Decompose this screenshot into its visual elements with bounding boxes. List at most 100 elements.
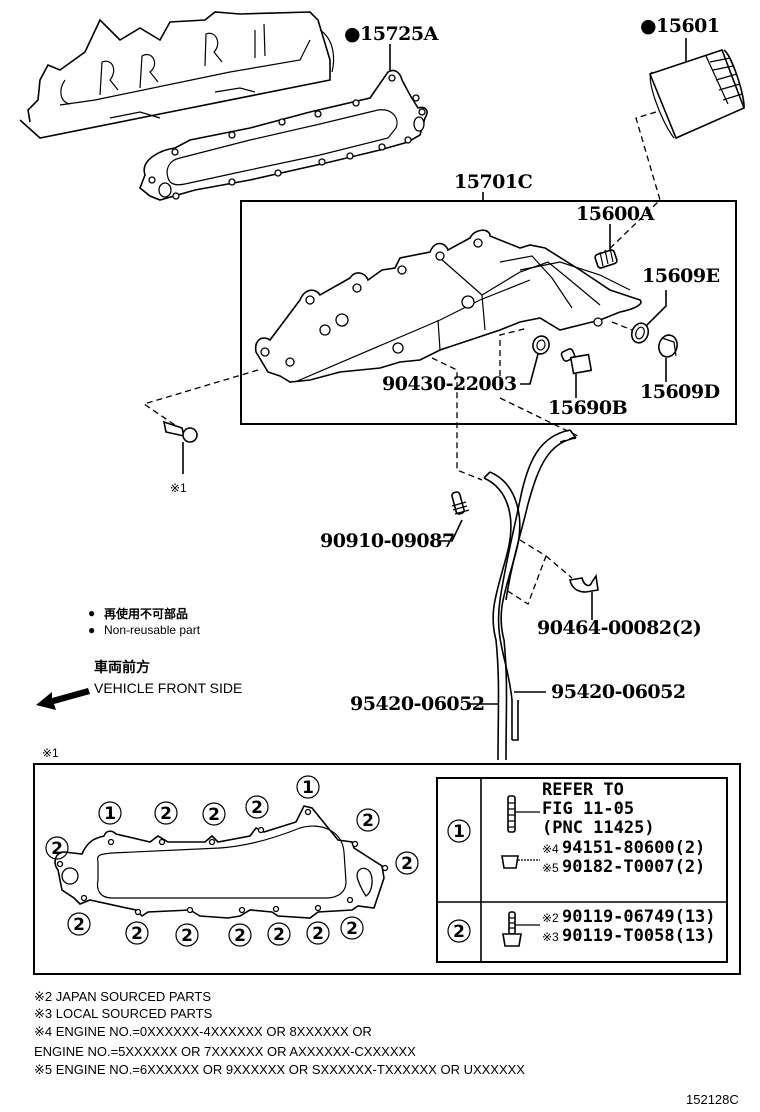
marker-bottom-7[interactable]: 2 bbox=[340, 916, 364, 940]
callout-90910-09087[interactable]: 90910-09087 bbox=[320, 530, 455, 552]
key-1-label: 1 bbox=[453, 822, 465, 842]
callout-15609D[interactable]: 15609D bbox=[640, 381, 720, 403]
svg-text:2: 2 bbox=[346, 919, 358, 939]
marker-bottom-2[interactable]: 2 bbox=[125, 921, 149, 945]
oil-filter-15601 bbox=[648, 48, 746, 140]
footnote-2: ※3 LOCAL SOURCED PARTS bbox=[34, 1006, 213, 1021]
legend-en: Non-reusable part bbox=[104, 623, 201, 637]
part-15690B bbox=[560, 348, 593, 375]
dashed-oring bbox=[611, 321, 633, 331]
bolt-key-table: 1 REFER TO FIG 11-05 (PNC 11425) ※4 9415… bbox=[436, 777, 728, 963]
part-15609E-oring bbox=[630, 322, 650, 344]
callout-15701C[interactable]: 15701C bbox=[454, 171, 533, 193]
svg-text:2: 2 bbox=[312, 924, 324, 944]
svg-text:2: 2 bbox=[181, 926, 193, 946]
legend-jp: 再使用不可部品 bbox=[104, 606, 188, 621]
marker-right-1[interactable]: 2 bbox=[356, 808, 380, 832]
part-90464-00082-clamp bbox=[569, 573, 599, 593]
dashed-90910 bbox=[431, 357, 483, 481]
callout-15725A[interactable]: 15725A bbox=[360, 23, 439, 45]
footnote-5: ※5 ENGINE NO.=6XXXXXX OR 9XXXXXX OR SXXX… bbox=[34, 1062, 525, 1077]
key-1-part-2-note: ※5 bbox=[542, 861, 559, 875]
key-1-marker bbox=[447, 819, 471, 843]
callout-x1[interactable]: ※1 bbox=[170, 481, 187, 495]
stud-bolt-icon bbox=[507, 795, 540, 833]
key-1-refer-line2[interactable]: FIG 11-05 bbox=[542, 799, 634, 819]
legend-bullet-jp: ● bbox=[88, 606, 95, 620]
detail-title: ※1 bbox=[42, 746, 59, 760]
marker-bottom-3[interactable]: 2 bbox=[175, 923, 199, 947]
key-row-2: 2 ※2 90119-06749(13) ※3 90119-T0058(13) bbox=[447, 907, 716, 947]
part-15609D bbox=[658, 334, 678, 358]
marker-bottom-5[interactable]: 2 bbox=[267, 922, 291, 946]
key-2-part-2-number[interactable]: 90119-T0058(13) bbox=[562, 926, 716, 946]
direction-jp: 車両前方 bbox=[94, 659, 150, 675]
callout-90430-22003[interactable]: 90430-22003 bbox=[382, 373, 517, 395]
ring-inner bbox=[536, 339, 546, 351]
marker-top-3[interactable]: 2 bbox=[202, 802, 226, 826]
oil-cooler-housing-illustration bbox=[254, 229, 642, 383]
flange-bolt-icon bbox=[502, 911, 540, 947]
marker-top-4[interactable]: 2 bbox=[245, 795, 269, 819]
figure-id: 152128C bbox=[686, 1092, 739, 1107]
key-1-refer-line1: REFER TO bbox=[542, 780, 624, 800]
marker-right-2[interactable]: 2 bbox=[395, 851, 419, 875]
direction-en: VEHICLE FRONT SIDE bbox=[94, 680, 242, 696]
dashed-90430 bbox=[499, 327, 529, 386]
marker-bottom-1[interactable]: 2 bbox=[67, 912, 91, 936]
gasket-bolt-markers: 2 1 2 2 2 1 2 2 2 2 2 2 2 2 2 bbox=[45, 775, 419, 947]
bolt-x1 bbox=[162, 420, 198, 443]
dashed-clamp bbox=[545, 555, 573, 579]
marker-left[interactable]: 2 bbox=[45, 836, 69, 860]
key-1-part-2-number[interactable]: 90182-T0007(2) bbox=[562, 857, 705, 877]
svg-text:2: 2 bbox=[234, 926, 246, 946]
svg-text:2: 2 bbox=[208, 805, 220, 825]
callout-15609E[interactable]: 15609E bbox=[642, 265, 720, 287]
key-2-part-2-note: ※3 bbox=[542, 930, 559, 944]
dashed-bolt-x1 bbox=[142, 369, 259, 426]
marker-bottom-6[interactable]: 2 bbox=[306, 921, 330, 945]
svg-text:2: 2 bbox=[401, 854, 413, 874]
dashed-leader-filter bbox=[599, 111, 661, 259]
nut-icon bbox=[501, 855, 540, 869]
key-1-part-1-note: ※4 bbox=[542, 842, 559, 856]
oring-inner bbox=[635, 326, 645, 340]
callout-15690B[interactable]: 15690B bbox=[548, 397, 628, 419]
svg-text:2: 2 bbox=[362, 811, 374, 831]
detail-box bbox=[33, 763, 741, 975]
callout-90464-00082[interactable]: 90464-00082(2) bbox=[537, 617, 702, 639]
footnote-1: ※2 JAPAN SOURCED PARTS bbox=[34, 989, 211, 1004]
leader-90430-22003 bbox=[520, 353, 539, 385]
marker-bottom-4[interactable]: 2 bbox=[228, 923, 252, 947]
callout-95420-06052-left[interactable]: 95420-06052 bbox=[350, 693, 485, 715]
key-row-1: 1 REFER TO FIG 11-05 (PNC 11425) ※4 9415… bbox=[447, 780, 705, 877]
callout-15600A[interactable]: 15600A bbox=[576, 203, 655, 225]
key-1-part-1-number[interactable]: 94151-80600(2) bbox=[562, 838, 705, 858]
dashed-clamp-bracket bbox=[505, 539, 547, 605]
leader-15609E bbox=[645, 290, 667, 327]
footnotes: ※2 JAPAN SOURCED PARTS ※3 LOCAL SOURCED … bbox=[34, 989, 525, 1077]
key-2-part-1-number[interactable]: 90119-06749(13) bbox=[562, 907, 716, 927]
svg-text:2: 2 bbox=[251, 798, 263, 818]
svg-text:2: 2 bbox=[273, 925, 285, 945]
gasket-15725A bbox=[139, 69, 428, 201]
svg-text:2: 2 bbox=[73, 915, 85, 935]
gasket-bolt-holes bbox=[148, 74, 426, 200]
assembly-box-15701C bbox=[240, 200, 737, 425]
svg-text:2: 2 bbox=[160, 804, 172, 824]
non-reusable-bullet-icon: ● bbox=[640, 15, 656, 37]
svg-text:1: 1 bbox=[104, 804, 116, 824]
leader-90910-09087 bbox=[438, 519, 463, 542]
marker-top-2[interactable]: 2 bbox=[154, 801, 178, 825]
key-2-part-1-note: ※2 bbox=[542, 911, 559, 925]
marker-top-1[interactable]: 1 bbox=[98, 801, 122, 825]
part-15600A bbox=[594, 247, 618, 269]
callout-15601[interactable]: 15601 bbox=[656, 15, 720, 37]
key-2-marker bbox=[447, 919, 471, 943]
marker-top-5[interactable]: 1 bbox=[296, 775, 320, 799]
callout-95420-06052-right[interactable]: 95420-06052 bbox=[551, 681, 686, 703]
part-90430-22003 bbox=[532, 335, 550, 355]
svg-text:2: 2 bbox=[131, 924, 143, 944]
footnote-4: ENGINE NO.=5XXXXXX OR 7XXXXXX OR AXXXXXX… bbox=[34, 1044, 416, 1059]
